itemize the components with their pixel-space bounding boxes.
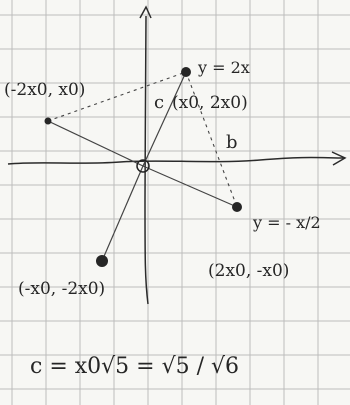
side-label-b: b	[226, 132, 238, 153]
ray-to-top-left-point	[47, 120, 144, 167]
side-b-segment	[185, 71, 238, 208]
ray-to-bottom-right-point	[142, 165, 238, 208]
point-label-top-left: (-2x0, x0)	[4, 80, 85, 100]
lines-and-points	[44, 67, 242, 267]
formula: c = x0√5 = √5 / √6	[30, 354, 239, 379]
y-axis-arrowhead	[139, 5, 152, 19]
annotations: y = 2x y = - x/2 (x0, 2x0) (-2x0, x0) (2…	[4, 58, 321, 379]
line-label-bottom: y = - x/2	[252, 213, 321, 232]
ray-to-bottom-left-point	[101, 165, 144, 262]
origin-marker	[136, 159, 150, 173]
point-top-right	[181, 67, 191, 77]
y-axis	[144, 15, 149, 305]
x-axis	[7, 156, 346, 165]
point-bottom-left	[96, 255, 108, 267]
x-axis-arrowhead	[331, 151, 347, 166]
ray-to-top-right-point	[142, 71, 187, 167]
line-label-top: y = 2x	[197, 58, 250, 77]
point-label-top-right: (x0, 2x0)	[172, 93, 248, 113]
point-bottom-right	[232, 202, 242, 212]
point-label-bottom-left: (-x0, -2x0)	[18, 279, 105, 299]
side-label-c: c	[154, 92, 164, 113]
point-top-left	[44, 117, 52, 125]
point-label-bottom-right: (2x0, -x0)	[208, 261, 289, 281]
axes	[7, 5, 347, 305]
